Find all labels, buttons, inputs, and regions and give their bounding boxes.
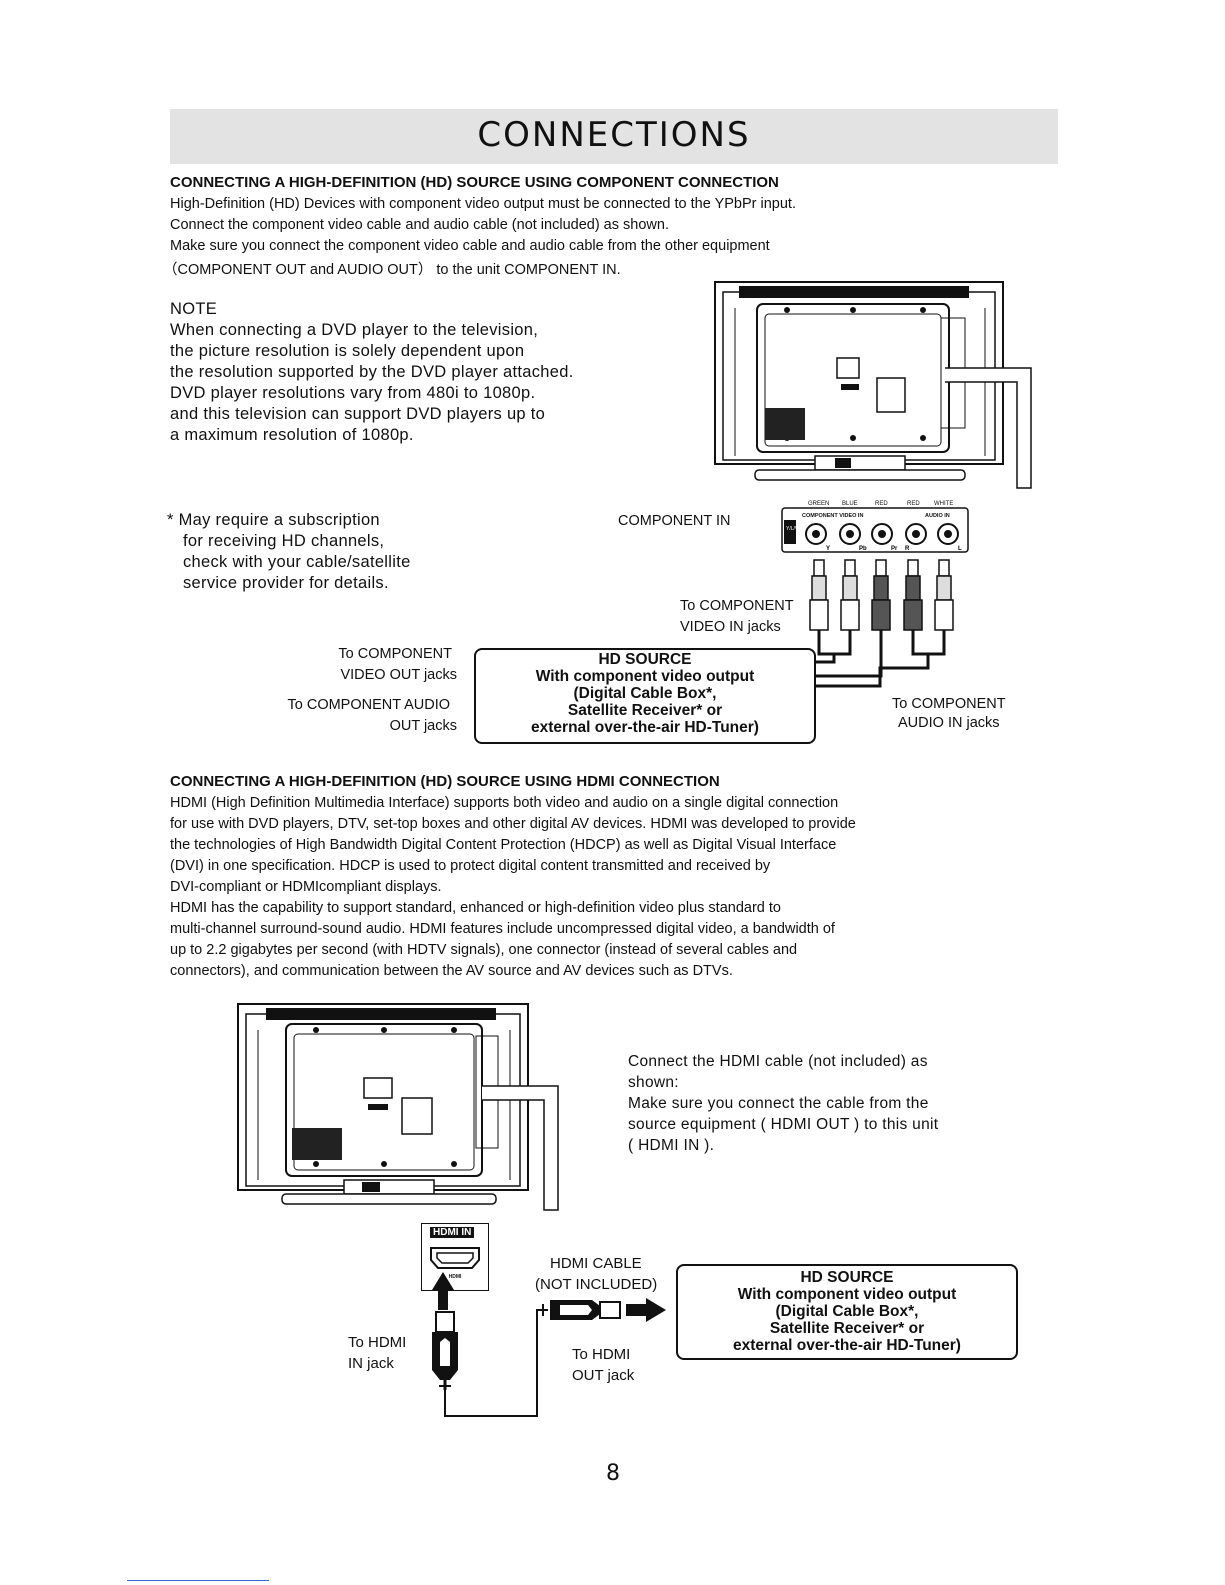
note-line-1: When connecting a DVD player to the tele… (170, 321, 539, 339)
hdmi-instruction-4: source equipment ( HDMI OUT ) to this un… (628, 1116, 939, 1133)
jack-audio-r (905, 523, 927, 545)
hd-source-line-2: (Digital Cable Box*, (573, 685, 717, 702)
hdmi-hd-source-title: HD SOURCE (800, 1269, 894, 1286)
tv-rear-illustration-component (714, 281, 1032, 489)
hdmi-line-5: DVI-compliant or HDMIcompliant displays. (170, 879, 442, 895)
note-line-6: a maximum resolution of 1080p. (170, 426, 414, 444)
hd-source-line-3: Satellite Receiver* or (567, 702, 723, 719)
to-video-out-label-1: To COMPONENT (338, 646, 452, 662)
footnote-line-4: service provider for details. (183, 574, 389, 592)
component-line-4: （COMPONENT OUT and AUDIO OUT） to the uni… (163, 262, 621, 278)
hdmi-line-2: for use with DVD players, DTV, set-top b… (170, 816, 856, 832)
audio-in-label: AUDIO IN (925, 513, 950, 519)
hdmi-line-1: HDMI (High Definition Multimedia Interfa… (170, 795, 839, 811)
jack-pr (871, 523, 893, 545)
jack-label-r: R (905, 546, 910, 552)
hdmi-cable-illustration (432, 1272, 666, 1417)
jack-label-l: L (958, 546, 962, 552)
arrow-up-icon (432, 1272, 454, 1310)
hdmi-port-small-label: HDMI (448, 1274, 462, 1280)
footer-rule (127, 1580, 269, 1581)
to-video-out-label-2: VIDEO OUT jacks (340, 667, 457, 683)
footnote-line-3: check with your cable/satellite (183, 553, 411, 571)
to-video-in-label-1: To COMPONENT (680, 598, 794, 614)
jack-pb (839, 523, 861, 545)
hdmi-hd-source-line-2: (Digital Cable Box*, (775, 1303, 919, 1320)
color-label-red-pr: RED (875, 501, 888, 507)
hdmi-plug-out-end (542, 1300, 621, 1320)
note-line-5: and this television can support DVD play… (170, 405, 546, 423)
hdmi-line-7: multi-channel surround-sound audio. HDMI… (170, 921, 835, 937)
hdmi-hd-source-line-1: With component video output (737, 1286, 957, 1303)
hd-source-title: HD SOURCE (598, 651, 692, 668)
color-label-blue: BLUE (842, 501, 858, 507)
color-label-red-r: RED (907, 501, 920, 507)
page-title: CONNECTIONS (477, 115, 751, 155)
to-hdmi-out-label-2: OUT jack (572, 1367, 635, 1384)
note-line-3: the resolution supported by the DVD play… (170, 363, 574, 381)
hdmi-instruction-1: Connect the HDMI cable (not included) as (628, 1053, 928, 1070)
hd-source-box-component: HD SOURCE With component video output (D… (474, 648, 816, 744)
arrow-right-icon (626, 1298, 666, 1322)
hdmi-line-9: connectors), and communication between t… (170, 963, 733, 979)
rca-plug-green (809, 559, 829, 650)
hdmi-heading: CONNECTING A HIGH-DEFINITION (HD) SOURCE… (170, 773, 720, 790)
page-number: 8 (606, 1461, 620, 1486)
title-banner: CONNECTIONS (170, 109, 1058, 164)
component-line-3: Make sure you connect the component vide… (170, 238, 770, 254)
hdmi-in-port-label: HDMI IN (430, 1227, 475, 1238)
hdmi-in-port-panel: HDMI IN HDMI (421, 1223, 489, 1291)
hd-source-box-hdmi: HD SOURCE With component video output (D… (676, 1264, 1018, 1360)
hdmi-plug-in-end (432, 1311, 458, 1390)
hdmi-instruction-5: ( HDMI IN ). (628, 1137, 715, 1154)
hdmi-instruction-3: Make sure you connect the cable from the (628, 1095, 929, 1112)
component-line-1: High-Definition (HD) Devices with compon… (170, 196, 796, 212)
tv-rear-illustration-hdmi (237, 1003, 559, 1211)
to-hdmi-out-label-1: To HDMI (572, 1346, 631, 1363)
hdmi-cable-label-2: (NOT INCLUDED) (535, 1276, 658, 1293)
hdmi-line-3: the technologies of High Bandwidth Digit… (170, 837, 837, 853)
hd-source-line-4: external over-the-air HD-Tuner) (531, 719, 759, 736)
component-line-2: Connect the component video cable and au… (170, 217, 669, 233)
rca-plug-red-pr (871, 559, 891, 650)
note-heading: NOTE (170, 300, 218, 318)
component-heading: CONNECTING A HIGH-DEFINITION (HD) SOURCE… (170, 174, 779, 191)
ypbpr-label: Y/L/V IN (786, 526, 805, 532)
to-audio-out-label-2: OUT jacks (389, 718, 457, 734)
to-audio-in-label-2: AUDIO IN jacks (898, 715, 1000, 731)
component-input-panel: GREEN BLUE RED RED WHITE Y/L/V IN COMPON… (781, 501, 969, 553)
rca-plug-white (934, 559, 954, 650)
component-video-in-label: COMPONENT VIDEO IN (802, 513, 863, 519)
color-label-white: WHITE (934, 501, 953, 507)
hdmi-port-icon (430, 1247, 480, 1269)
jack-label-pb: Pb (859, 546, 867, 552)
jack-y (805, 523, 827, 545)
hdmi-hd-source-line-4: external over-the-air HD-Tuner) (733, 1337, 961, 1354)
note-line-2: the picture resolution is solely depende… (170, 342, 525, 360)
hdmi-line-4: (DVI) in one specification. HDCP is used… (170, 858, 771, 874)
hd-source-line-1: With component video output (535, 668, 755, 685)
jack-label-y: Y (826, 546, 830, 552)
footnote-line-1: * May require a subscription (167, 511, 380, 529)
component-in-label: COMPONENT IN (618, 513, 731, 529)
hdmi-cable-label-1: HDMI CABLE (550, 1255, 642, 1272)
to-audio-out-label-1: To COMPONENT AUDIO (287, 697, 450, 713)
footnote-line-2: for receiving HD channels, (183, 532, 385, 550)
hdmi-hd-source-line-3: Satellite Receiver* or (769, 1320, 925, 1337)
jack-audio-l (937, 523, 959, 545)
rca-plug-red-r (903, 559, 923, 650)
note-line-4: DVD player resolutions vary from 480i to… (170, 384, 536, 402)
to-hdmi-in-label-2: IN jack (348, 1355, 394, 1372)
rca-plug-blue (840, 559, 860, 650)
to-hdmi-in-label-1: To HDMI (348, 1334, 407, 1351)
hdmi-line-6: HDMI has the capability to support stand… (170, 900, 781, 916)
color-label-green: GREEN (808, 501, 829, 507)
to-audio-in-label-1: To COMPONENT (892, 696, 1006, 712)
hdmi-instruction-2: shown: (628, 1074, 679, 1091)
rca-cables-illustration (804, 559, 954, 688)
to-video-in-label-2: VIDEO IN jacks (680, 619, 781, 635)
hdmi-line-8: up to 2.2 gigabytes per second (with HDT… (170, 942, 798, 958)
jack-label-pr: Pr (891, 546, 898, 552)
